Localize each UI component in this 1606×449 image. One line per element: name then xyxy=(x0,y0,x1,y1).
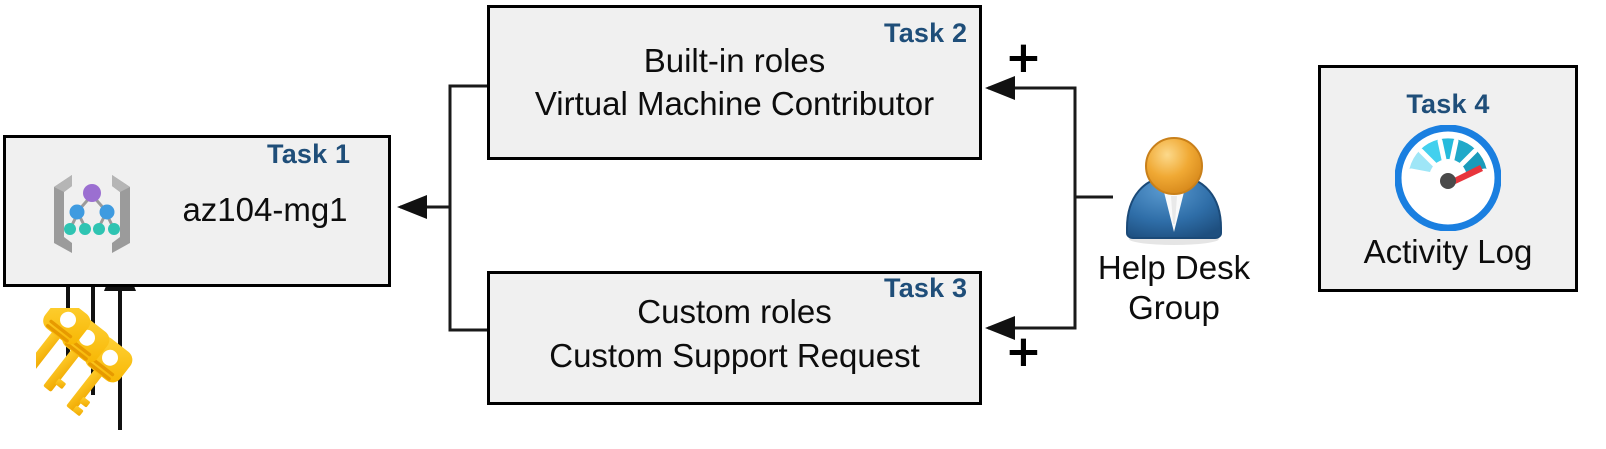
task2-box[interactable] xyxy=(487,5,982,160)
helpdesk-caption-line1: Help Desk xyxy=(1097,249,1251,286)
management-group-icon xyxy=(42,165,142,255)
gauge-activity-log-icon xyxy=(1394,124,1502,232)
helpdesk-caption-line2: Group xyxy=(1128,289,1220,326)
three-keys-icon xyxy=(24,298,168,449)
task1-box[interactable] xyxy=(3,135,391,287)
user-group-icon xyxy=(1113,136,1235,248)
task3-box[interactable] xyxy=(487,271,982,405)
connector-roles-to-mg xyxy=(397,84,487,332)
task4-text: Activity Log xyxy=(1363,233,1533,270)
task2-text-line1: Built-in roles xyxy=(643,42,826,79)
task3-text-line1: Custom roles xyxy=(637,293,832,330)
task3-label: Task 3 xyxy=(884,273,968,303)
task4-label: Task 4 xyxy=(1406,89,1490,119)
task2-label: Task 2 xyxy=(884,18,968,48)
task2-text-line2: Virtual Machine Contributor xyxy=(534,85,935,122)
task1-label: Task 1 xyxy=(267,139,351,169)
plus-operator-top: + xyxy=(1005,32,1042,83)
task3-text-line2: Custom Support Request xyxy=(549,337,920,374)
task1-text: az104-mg1 xyxy=(182,191,348,228)
plus-operator-bottom: + xyxy=(1005,326,1042,377)
